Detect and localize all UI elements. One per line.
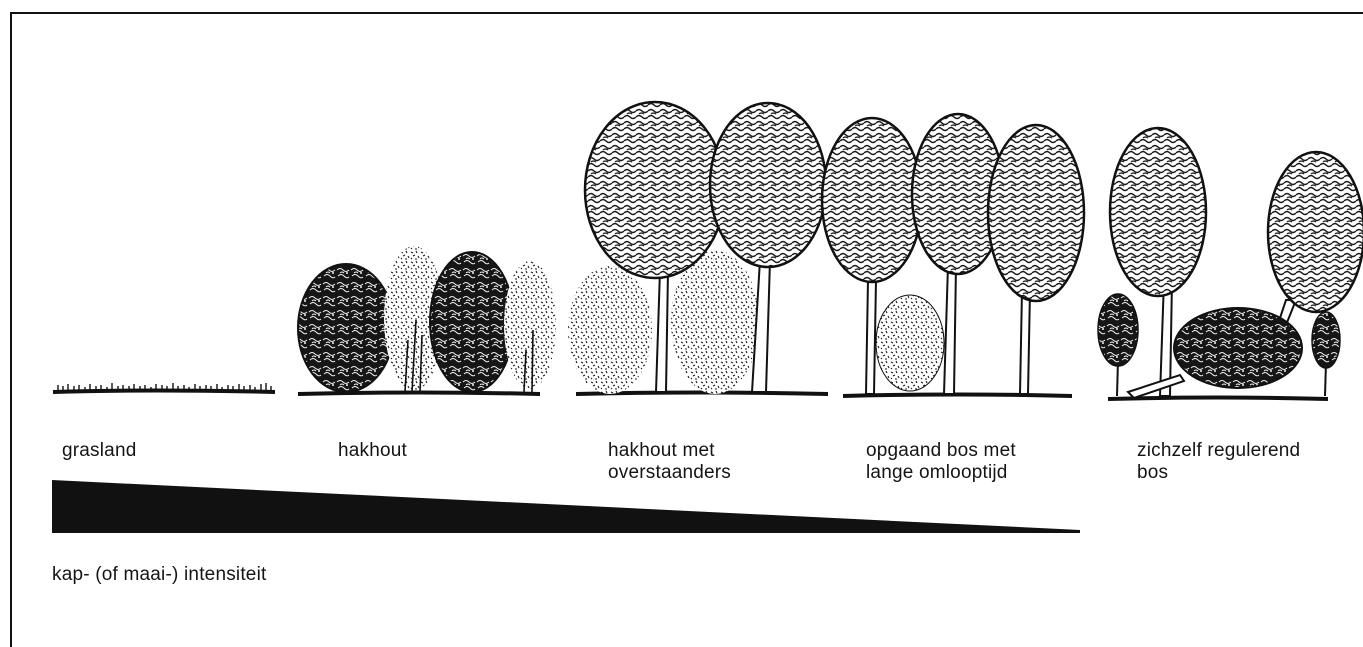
stage-label-line: hakhout [338, 440, 407, 462]
stage-label-line: hakhout met [608, 440, 731, 462]
leaning-tree-crown [1268, 152, 1363, 312]
coppice-shrub-dark [430, 252, 514, 392]
tall-tree-crown [1110, 128, 1206, 296]
stage-label-hakhout: hakhout [338, 440, 407, 462]
natural-forest-ground-line [1108, 398, 1328, 400]
stage-label-zichzelf-regulerend-bos: zichzelf regulerend bos [1137, 440, 1300, 484]
stage-hakhout-met-overstaanders-drawing [568, 102, 828, 394]
stage-opgaand-bos-drawing [822, 114, 1084, 396]
stage-label-line: overstaanders [608, 462, 731, 484]
understory-shrub [568, 266, 652, 394]
stage-label-line: opgaand bos met [866, 440, 1016, 462]
high-forest-crown [988, 125, 1084, 301]
coppice-shrub-light [504, 261, 556, 389]
fallen-tree-trunk [1128, 375, 1184, 398]
stage-label-line: zichzelf regulerend [1137, 440, 1300, 462]
stage-grasland-drawing [53, 383, 275, 392]
sapling-crown [1312, 312, 1340, 368]
understory-shrub [671, 250, 759, 394]
intensity-wedge [52, 480, 1080, 533]
stage-hakhout-drawing [298, 246, 556, 394]
stage-label-line: bos [1137, 462, 1300, 484]
grass-ground-line [53, 391, 275, 393]
coppice-shrub-dark [298, 264, 394, 392]
stage-label-hakhout-met-overstaanders: hakhout met overstaanders [608, 440, 731, 484]
stage-label-line: grasland [62, 440, 136, 462]
standard-tree-crown [710, 103, 826, 267]
high-forest-crown [822, 118, 922, 282]
stage-label-grasland: grasland [62, 440, 136, 462]
high-forest-shrub [876, 295, 944, 391]
sapling-crown [1098, 294, 1138, 366]
intensity-caption: kap- (of maai-) intensiteit [52, 564, 266, 586]
standard-tree-crown [585, 102, 725, 278]
stage-label-line: lange omlooptijd [866, 462, 1016, 484]
opgaand-bos-ground-line [843, 395, 1072, 397]
stage-label-opgaand-bos: opgaand bos met lange omlooptijd [866, 440, 1016, 484]
hakhout-ground-line [298, 393, 540, 395]
fallen-tree-crown [1174, 308, 1302, 388]
stage-zichzelf-regulerend-bos-drawing [1098, 128, 1363, 399]
